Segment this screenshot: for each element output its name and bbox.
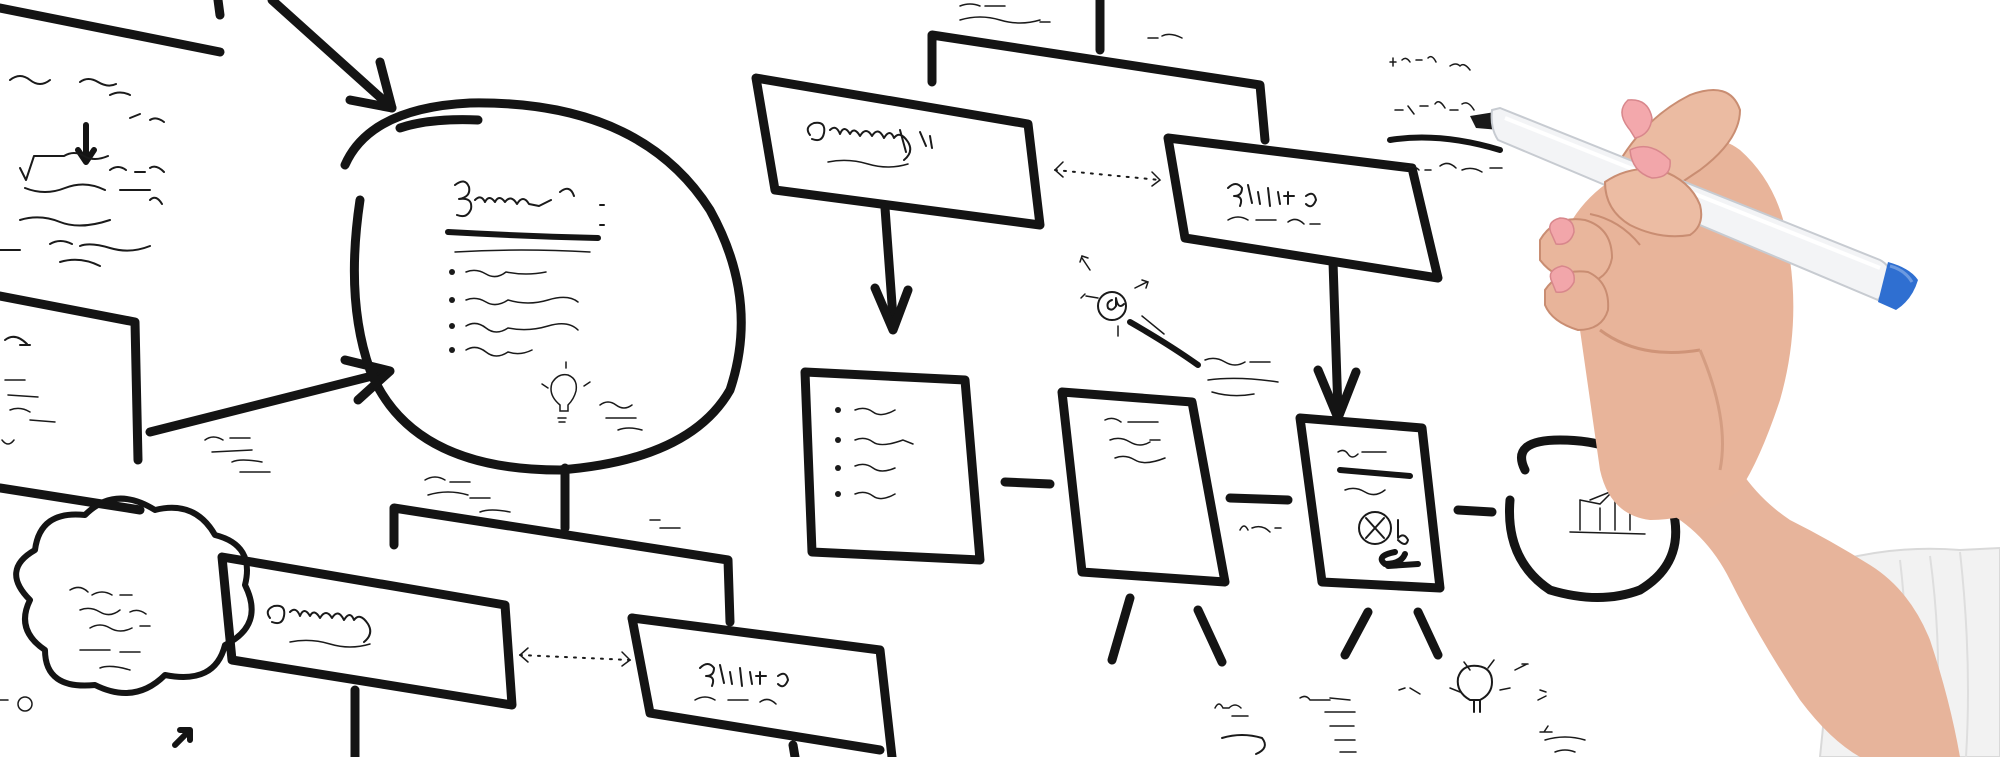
- top-right-notes: [1387, 55, 1503, 173]
- bottom-left-small-marks: [0, 696, 193, 748]
- dotted-connector-top-arrows: [1053, 161, 1162, 187]
- flipchart-document: [1057, 387, 1230, 667]
- arrow-left-box-to-circle: [145, 355, 395, 437]
- dotted-connector-top: [1054, 169, 1161, 181]
- at-sign-note: [1204, 357, 1279, 397]
- opportunity-box-top: [751, 73, 1045, 335]
- bottom-right-notes: [1214, 659, 1586, 755]
- business-circle: [340, 98, 746, 475]
- dash-connector-1: [1000, 477, 1055, 489]
- dash-connector-2: [1225, 493, 1293, 505]
- checklist-document: [800, 367, 985, 565]
- forearm: [1640, 470, 1960, 757]
- thought-cloud: [13, 495, 255, 696]
- arrow-to-circle-top: [267, 0, 397, 113]
- top-tree-connector: [927, 0, 1270, 145]
- opportunity-box-bottom: [217, 552, 517, 757]
- note-below-left-arrow: [204, 436, 271, 473]
- hand-holding-marker: [1470, 89, 2000, 757]
- dotted-connector-bottom-arrows: [518, 647, 632, 667]
- left-box: [0, 291, 145, 515]
- dash-connector-2-note: [1239, 525, 1282, 533]
- skills-box-bottom: [627, 613, 897, 757]
- marker-cap-end: [1878, 262, 1918, 310]
- at-sign-icon: [1079, 255, 1201, 368]
- formula-document: [1295, 413, 1445, 660]
- lightbulb-icon: [541, 361, 591, 423]
- circle-to-bottom-tree: [389, 463, 735, 627]
- top-left-notes: [0, 0, 225, 267]
- dash-connector-3: [1453, 505, 1497, 517]
- dotted-connector-bottom: [519, 654, 631, 661]
